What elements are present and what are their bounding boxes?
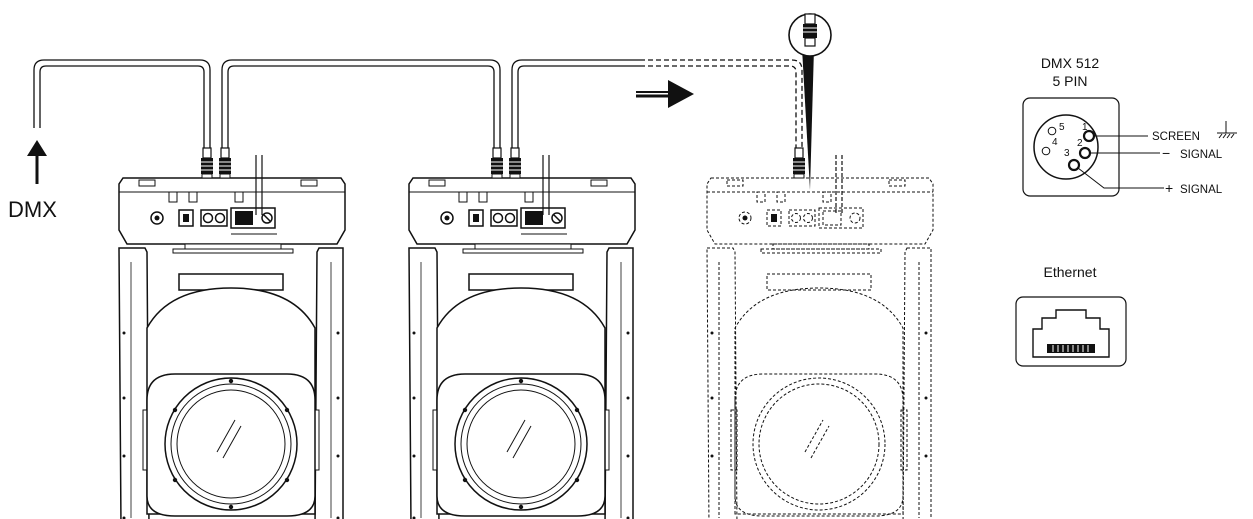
pin-number-1: 1	[1082, 122, 1088, 133]
dmx-connector-detail: DMX 512 5 PIN 5 4 1 2 3 SCREEN − SIGNAL	[1022, 55, 1237, 197]
ground-icon	[1217, 121, 1237, 139]
xlr-plug-in-2	[490, 147, 504, 179]
rj45-icon	[1032, 309, 1110, 358]
fixture-1	[118, 177, 346, 519]
pin-number-3: 3	[1064, 148, 1070, 159]
pin-number-2: 2	[1077, 138, 1083, 149]
power-cable-2	[542, 155, 550, 215]
pin-4	[1041, 146, 1051, 156]
plus-signal-label: SIGNAL	[1180, 184, 1223, 196]
xlr-plug-in-3	[792, 147, 806, 179]
right-arrow-icon	[636, 80, 694, 108]
xlr-socket	[1033, 114, 1099, 180]
xlr-plug-out-1	[218, 147, 232, 179]
fixture-3-terminated	[706, 177, 934, 519]
minus-signal-label: SIGNAL	[1180, 149, 1223, 161]
dmx-cable-2	[221, 59, 501, 150]
xlr-plug-out-2	[508, 147, 522, 179]
power-cable-3	[835, 155, 843, 215]
pin-5	[1047, 126, 1057, 136]
xlr-plug-in-1	[200, 147, 214, 179]
plus-sign: +	[1165, 180, 1173, 196]
pin-2	[1078, 146, 1092, 160]
pin-3	[1067, 158, 1081, 172]
power-cable-1	[255, 155, 263, 215]
ethernet-title: Ethernet	[1044, 264, 1097, 280]
pin-number-4: 4	[1052, 137, 1058, 148]
dmx-connector-title: DMX 512	[1041, 55, 1100, 71]
minus-sign: −	[1162, 145, 1170, 161]
pin-number-5: 5	[1059, 122, 1065, 133]
screen-label: SCREEN	[1152, 131, 1200, 143]
up-arrow-icon	[27, 140, 47, 184]
dmx-input-label: DMX	[8, 197, 57, 222]
ethernet-detail: Ethernet	[1015, 264, 1127, 367]
terminator-plug-icon	[788, 13, 832, 190]
dmx-cable-1	[33, 59, 211, 150]
dmx-cable-3-dashed	[511, 59, 803, 150]
dmx-connector-pin-count: 5 PIN	[1052, 73, 1087, 89]
fixture-2	[408, 177, 636, 519]
